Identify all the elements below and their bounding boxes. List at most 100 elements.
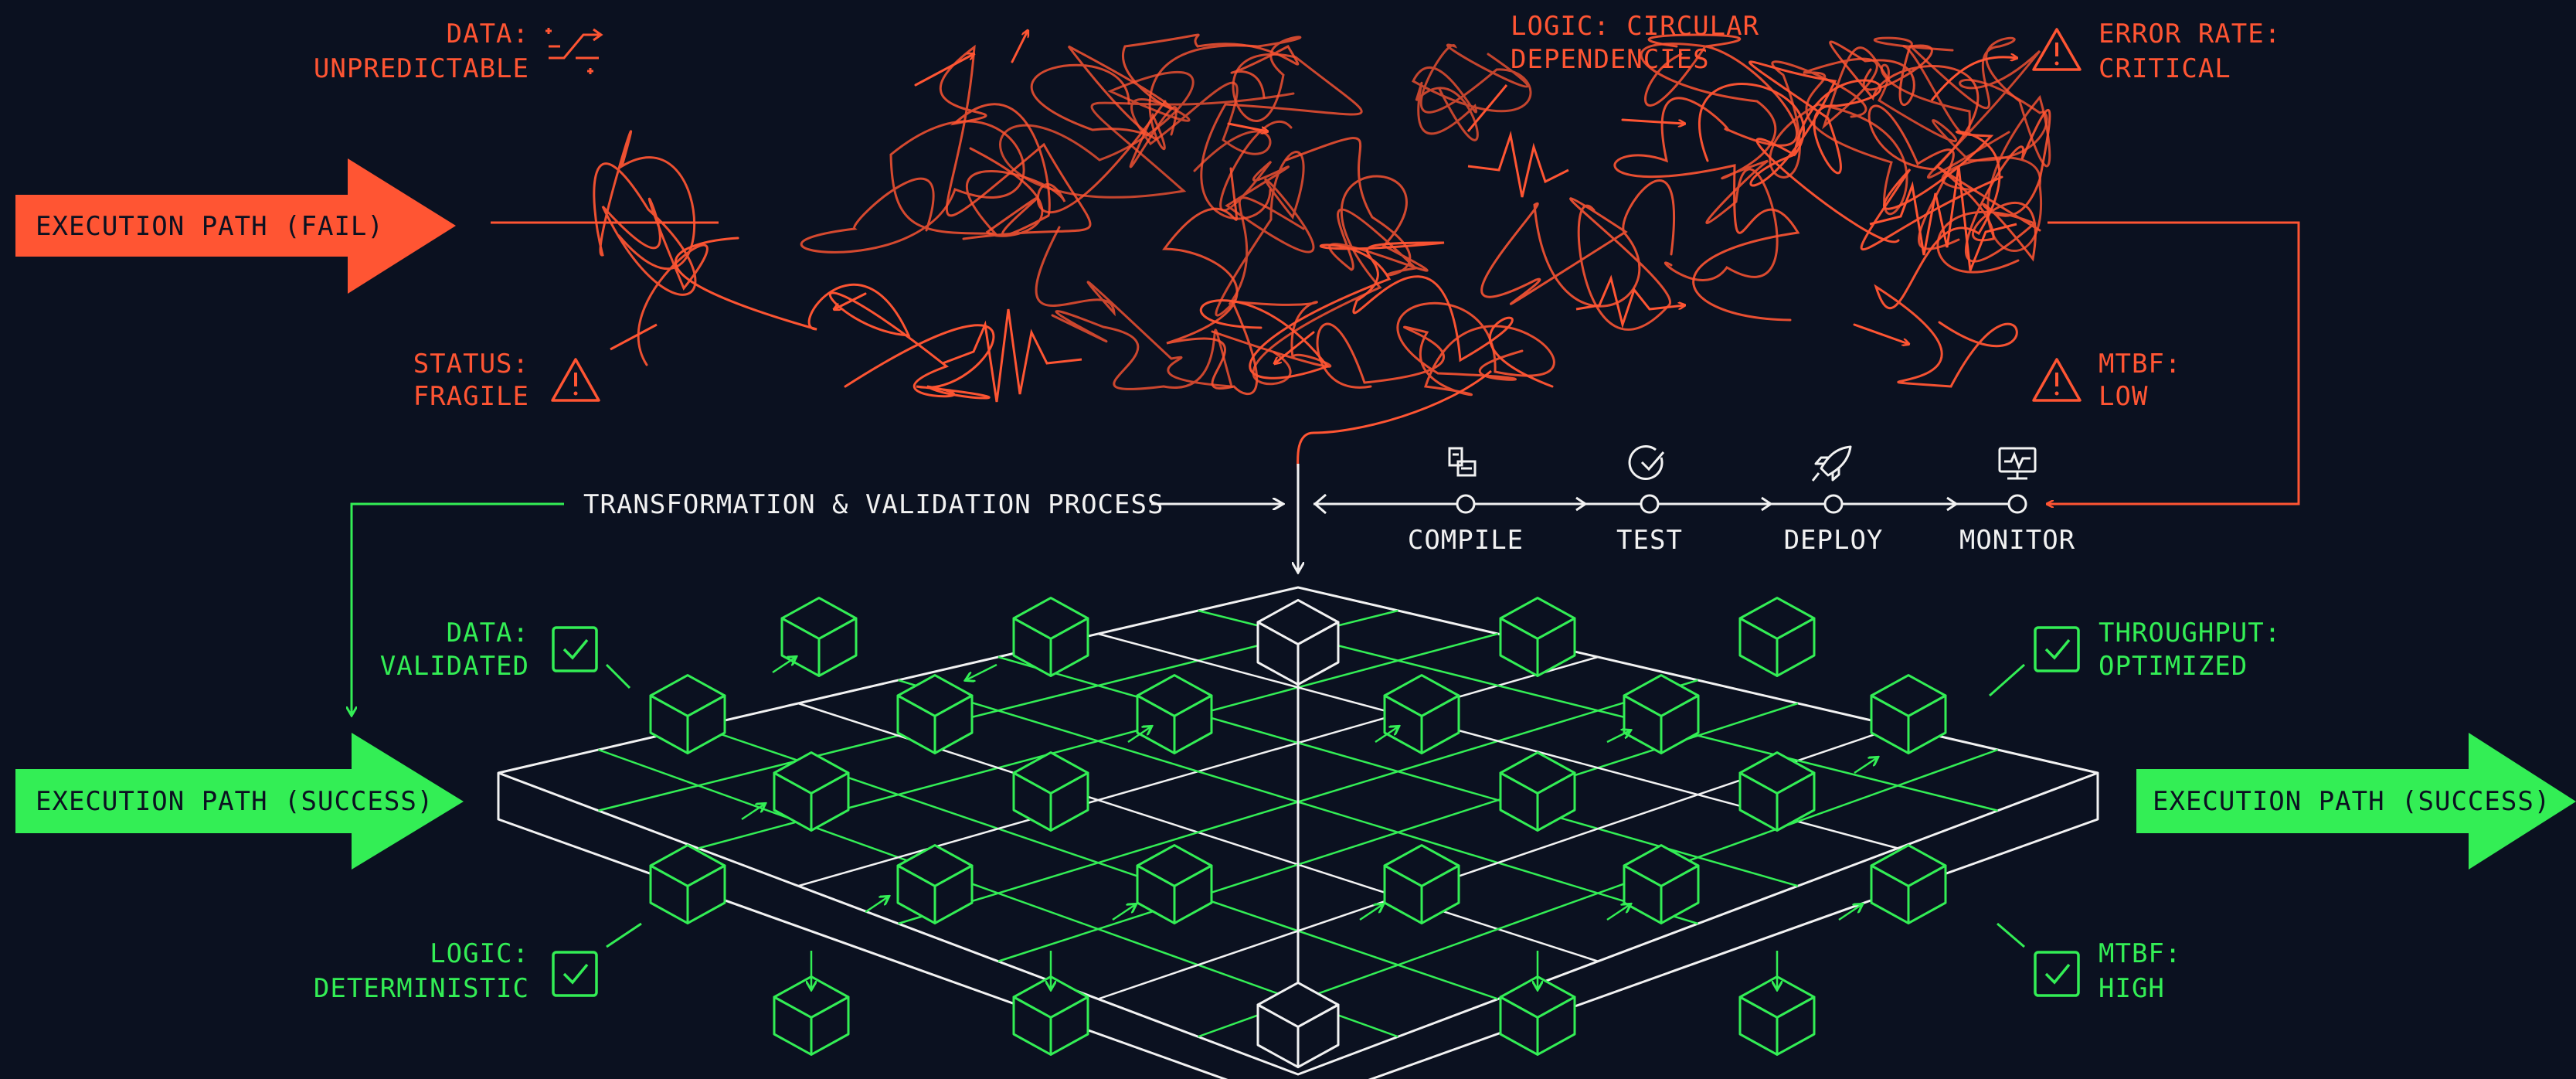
tangle-line bbox=[1480, 179, 1676, 331]
lattice-edge bbox=[1606, 904, 1630, 921]
compile-icon bbox=[1448, 447, 1477, 477]
svg-text:MTBF:: MTBF: bbox=[2099, 349, 2181, 380]
tangle-arrow bbox=[834, 292, 867, 309]
lattice-edge bbox=[772, 657, 796, 674]
svg-text:STATUS:: STATUS: bbox=[413, 349, 529, 380]
lattice-edge bbox=[1198, 748, 1999, 1038]
svg-text:ERROR RATE:: ERROR RATE: bbox=[2099, 19, 2281, 49]
step-label: TEST bbox=[1616, 525, 1683, 556]
process-section: TRANSFORMATION & VALIDATION PROCESS COMP… bbox=[352, 445, 2075, 715]
svg-text:DATA:: DATA: bbox=[447, 618, 529, 648]
tangle-arrow bbox=[1853, 323, 1908, 344]
check-circle-icon bbox=[1628, 445, 1665, 480]
lattice-cube-side bbox=[1536, 771, 1576, 832]
lattice-cube-side bbox=[1776, 996, 1816, 1056]
tangle-line bbox=[1162, 167, 1332, 396]
shuffle-icon bbox=[545, 28, 603, 74]
lattice-cube-side bbox=[1536, 996, 1576, 1056]
lattice-edge bbox=[741, 804, 765, 821]
svg-text:LOGIC: CIRCULAR: LOGIC: CIRCULAR bbox=[1511, 11, 1759, 42]
svg-text:HIGH: HIGH bbox=[2099, 973, 2165, 1004]
lattice-edge bbox=[1359, 904, 1383, 921]
lattice-cube-side bbox=[810, 996, 850, 1056]
svg-text:CRITICAL: CRITICAL bbox=[2099, 53, 2231, 84]
step-label: DEPLOY bbox=[1784, 525, 1884, 556]
svg-text:VALIDATED: VALIDATED bbox=[380, 651, 529, 682]
chaos-section: EXECUTION PATH (FAIL) DATA: UNPREDICTABL… bbox=[15, 11, 2300, 504]
lattice-cube-side bbox=[1776, 617, 1816, 677]
svg-text:FRAGILE: FRAGILE bbox=[413, 381, 529, 412]
warning-icon bbox=[2032, 28, 2082, 71]
data-unpredictable-label: DATA: UNPREDICTABLE bbox=[314, 19, 603, 84]
lattice-cube-side bbox=[1420, 694, 1460, 754]
tangle-line bbox=[1613, 33, 1800, 322]
lattice-cube-side bbox=[1173, 694, 1213, 754]
success-arrow-out-label: EXECUTION PATH (SUCCESS) bbox=[2153, 786, 2551, 817]
step-label: COMPILE bbox=[1408, 525, 1524, 556]
tangle-line bbox=[674, 237, 995, 400]
lattice-cube-side bbox=[1907, 864, 1947, 924]
svg-text:THROUGHPUT:: THROUGHPUT: bbox=[2099, 618, 2281, 648]
error-spikes bbox=[942, 131, 2017, 403]
data-validated-label: DATA: VALIDATED bbox=[380, 618, 631, 689]
lattice-cube-side bbox=[1660, 694, 1700, 754]
error-rate-label: ERROR RATE: CRITICAL bbox=[1930, 19, 2281, 101]
checkbox-icon bbox=[552, 951, 598, 997]
logic-deterministic-label: LOGIC: DETERMINISTIC bbox=[314, 922, 642, 1004]
tangle-line bbox=[1412, 43, 1532, 141]
svg-text:MTBF:: MTBF: bbox=[2099, 938, 2181, 969]
svg-text:DATA:: DATA: bbox=[447, 19, 529, 49]
checkbox-icon bbox=[2034, 626, 2080, 672]
tangle-line bbox=[1199, 241, 1554, 388]
lattice-edge bbox=[865, 897, 889, 914]
tangle-line bbox=[593, 130, 709, 366]
lattice-cube-side bbox=[1907, 694, 1947, 754]
lattice-edge bbox=[1854, 757, 1878, 774]
order-section: EXECUTION PATH (SUCCESS) EXECUTION PATH … bbox=[15, 586, 2576, 1079]
lattice-edge bbox=[1127, 727, 1151, 744]
rocket-icon bbox=[1811, 445, 1852, 482]
monitor-icon bbox=[1998, 447, 2037, 480]
success-arrow-out: EXECUTION PATH (SUCCESS) bbox=[2136, 733, 2576, 870]
isometric-lattice bbox=[497, 586, 2099, 1079]
lattice-cube-side bbox=[686, 864, 726, 924]
svg-text:LOW: LOW bbox=[2099, 381, 2148, 412]
tangle-line bbox=[1129, 36, 1363, 220]
tangle-line bbox=[1877, 45, 2048, 179]
tangle-arrow bbox=[1621, 118, 1684, 124]
warning-icon bbox=[2032, 358, 2082, 402]
fail-arrow-label: EXECUTION PATH (FAIL) bbox=[36, 211, 384, 242]
step-compile: COMPILE bbox=[1408, 447, 1524, 556]
lattice-cube-side bbox=[1660, 864, 1700, 924]
svg-text:UNPREDICTABLE: UNPREDICTABLE bbox=[314, 53, 529, 84]
tangle-line bbox=[1860, 130, 2018, 388]
lattice-cube-side bbox=[810, 771, 850, 832]
lattice-cube-side bbox=[686, 694, 726, 754]
lattice-cube-side bbox=[1049, 617, 1089, 677]
tangle-line bbox=[1252, 137, 1429, 386]
tangle-line bbox=[1640, 43, 1779, 281]
status-fragile-label: STATUS: FRAGILE bbox=[413, 323, 658, 412]
lattice-cube-side bbox=[1173, 864, 1213, 924]
step-test: TEST bbox=[1616, 445, 1683, 556]
tangle-line bbox=[1316, 301, 1555, 397]
lattice-edge bbox=[1375, 727, 1398, 744]
success-arrow-in-label: EXECUTION PATH (SUCCESS) bbox=[36, 786, 433, 817]
lattice-cube-side bbox=[1049, 771, 1089, 832]
step-monitor: MONITOR bbox=[1959, 447, 2075, 556]
lattice-cube-side bbox=[1296, 621, 1340, 686]
lattice-edge bbox=[1838, 904, 1862, 921]
checkbox-icon bbox=[2034, 951, 2080, 997]
lattice-cube-side bbox=[1049, 996, 1089, 1056]
lattice-cube-side bbox=[1296, 1003, 1340, 1069]
step-deploy: DEPLOY bbox=[1784, 445, 1884, 556]
tangle-arrow bbox=[1011, 31, 1028, 63]
lattice-edge bbox=[1606, 730, 1630, 744]
mtbf-high-label: MTBF: HIGH bbox=[1997, 922, 2181, 1004]
tangle-arrow bbox=[1275, 331, 1315, 363]
tangle-line bbox=[1030, 33, 1300, 141]
step-label: MONITOR bbox=[1959, 525, 2075, 556]
tangle-arrow bbox=[1227, 122, 1267, 131]
svg-text:DETERMINISTIC: DETERMINISTIC bbox=[314, 973, 529, 1004]
